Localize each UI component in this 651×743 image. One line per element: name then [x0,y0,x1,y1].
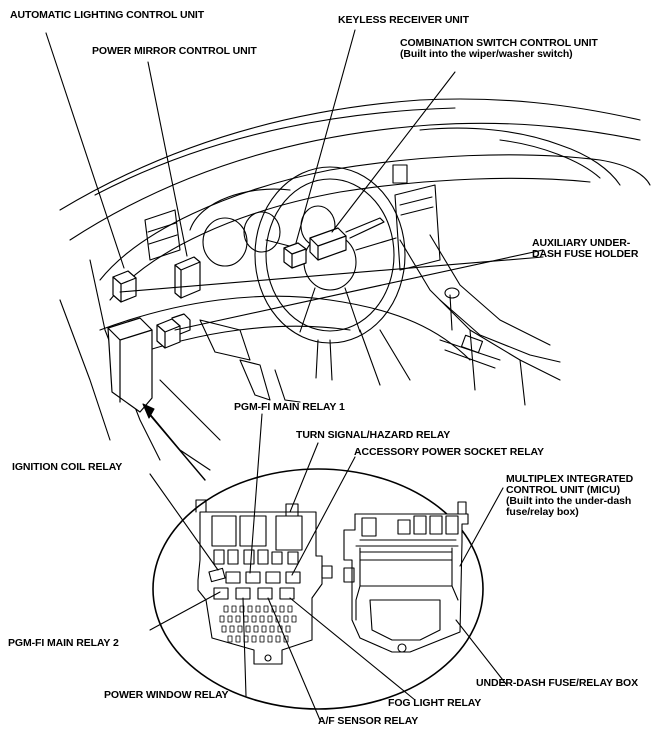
label-micu-line-3: (Built into the under-dash [506,495,632,507]
label-auxiliary-line-1: AUXILIARY UNDER- [532,237,631,249]
label-turn-signal-hazard-relay: TURN SIGNAL/HAZARD RELAY [296,429,451,441]
leader-lines-bottom [149,413,507,721]
left-fuse-box [195,499,333,665]
steering-wheel [254,166,406,381]
right-relay-box [343,501,469,653]
label-power-window-relay: POWER WINDOW RELAY [104,689,229,701]
label-micu-line-1: MULTIPLEX INTEGRATED [506,473,634,485]
label-combination-switch-control-unit: COMBINATION SWITCH CONTROL UNIT (Built i… [400,38,598,60]
detail-oval [152,468,484,710]
label-under-dash-fuse-relay-box: UNDER-DASH FUSE/RELAY BOX [476,677,639,689]
label-auxiliary-under-dash-fuse-holder: AUXILIARY UNDER- DASH FUSE HOLDER [532,238,638,260]
label-combination-switch-note: (Built into the wiper/washer switch) [400,48,573,60]
label-micu: MULTIPLEX INTEGRATED CONTROL UNIT (MICU)… [506,474,633,518]
label-pgmfi-main-relay-2: PGM-FI MAIN RELAY 2 [8,637,119,649]
detail-arrow [142,403,206,481]
unit-boxes [107,217,385,413]
label-keyless-receiver-unit: KEYLESS RECEIVER UNIT [338,14,469,26]
label-micu-line-2: CONTROL UNIT (MICU) [506,484,620,496]
label-fog-light-relay: FOG LIGHT RELAY [388,697,482,709]
label-pgmfi-main-relay-1: PGM-FI MAIN RELAY 1 [234,401,345,413]
label-auxiliary-line-2: DASH FUSE HOLDER [532,248,639,260]
label-accessory-power-socket-relay: ACCESSORY POWER SOCKET RELAY [354,446,544,458]
label-ignition-coil-relay: IGNITION COIL RELAY [12,461,123,473]
label-micu-line-4: fuse/relay box) [506,506,579,518]
label-automatic-lighting-control-unit: AUTOMATIC LIGHTING CONTROL UNIT [10,9,205,21]
leader-lines-top [45,29,544,331]
label-power-mirror-control-unit: POWER MIRROR CONTROL UNIT [92,45,257,57]
label-af-sensor-relay: A/F SENSOR RELAY [318,715,419,727]
windshield-outline [59,98,641,241]
dashboard-body [59,127,651,471]
label-combination-switch-title: COMBINATION SWITCH CONTROL UNIT [400,37,598,49]
